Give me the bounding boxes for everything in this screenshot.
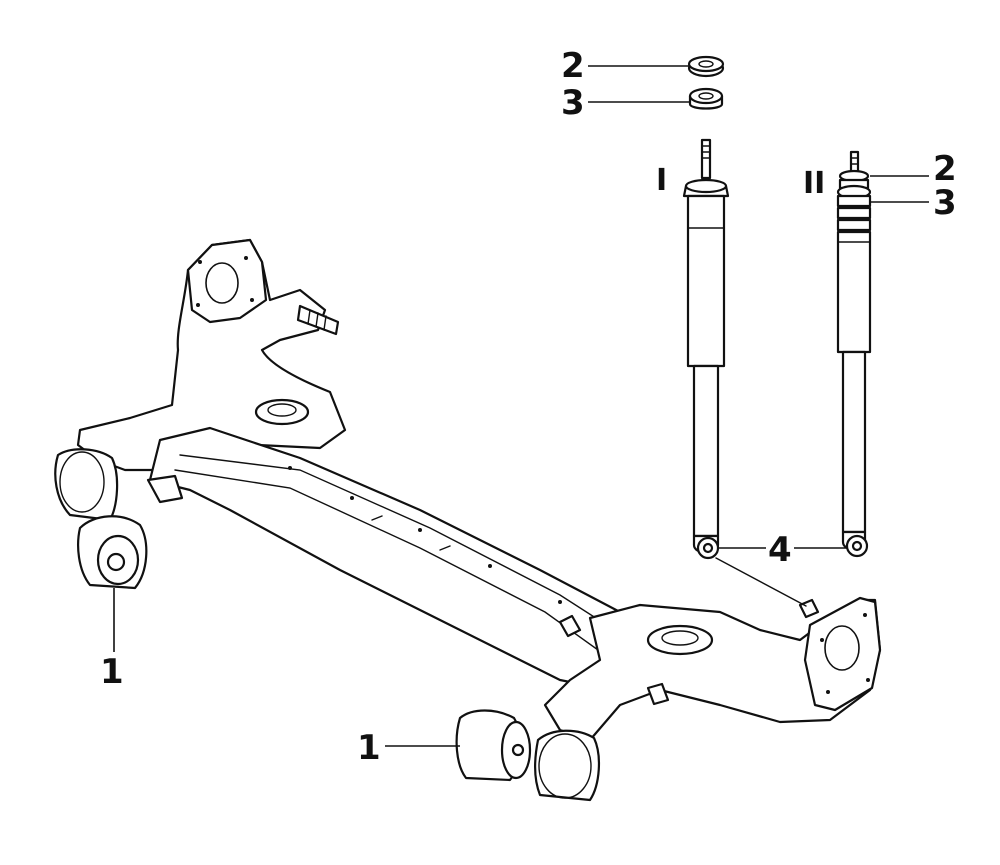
- callout-bushing-left: 1: [100, 652, 124, 692]
- shock-absorber-1: [682, 138, 730, 560]
- callout-washer-lower: 3: [561, 83, 585, 123]
- callout-washer-top-right: 2: [933, 149, 957, 189]
- leader-lines: [113, 65, 929, 747]
- top-mount-washer-3: [688, 87, 724, 110]
- callout-bushing-bottom: 1: [357, 728, 381, 768]
- callout-shock-mount: 4: [768, 530, 792, 570]
- mounting-guide-line: [715, 557, 807, 607]
- variant-label-second: II: [803, 166, 825, 201]
- top-mount-washer-2: [687, 55, 725, 78]
- twist-beam-axle: [54, 238, 882, 802]
- variant-label-first: I: [656, 163, 667, 198]
- callout-washer-top: 2: [561, 46, 585, 86]
- shock-absorber-2: [836, 150, 872, 558]
- bushing-bottom-part: [455, 709, 532, 782]
- callout-washer-lower-right: 3: [933, 183, 957, 223]
- bushing-left-part: [77, 515, 148, 590]
